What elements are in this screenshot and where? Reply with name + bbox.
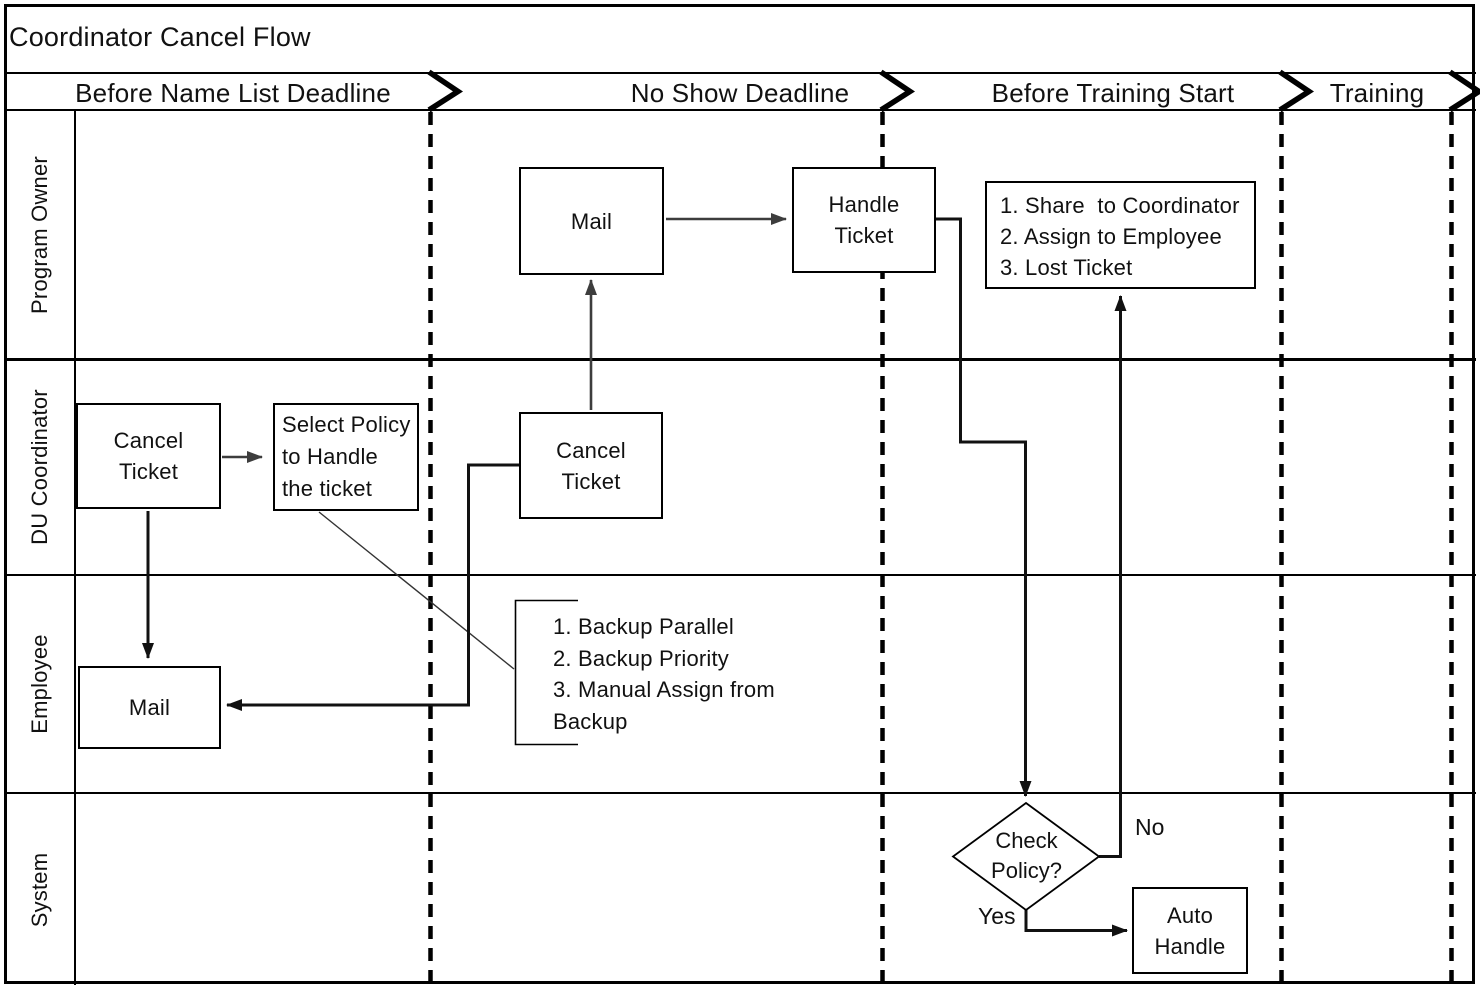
node-auto-handle: Auto Handle bbox=[1132, 887, 1248, 974]
lane-label-du-coordinator: DU Coordinator bbox=[27, 389, 52, 545]
node-cancel-ticket-1: Cancel Ticket bbox=[76, 403, 221, 509]
lane-boundary-employee-system bbox=[5, 792, 1476, 794]
note-item: 2. Backup Priority bbox=[553, 645, 730, 671]
lane-label-column-line bbox=[74, 110, 76, 985]
note-handle-options: 1. Share to Coordinator 2. Assign to Emp… bbox=[985, 181, 1256, 289]
phase-header-no-show-deadline: No Show Deadline bbox=[630, 78, 850, 108]
phase-header-training: Training bbox=[1329, 78, 1425, 108]
lane-label-program-owner: Program Owner bbox=[27, 156, 52, 314]
lane-label-system: System bbox=[27, 852, 52, 928]
decision-check-policy: Check Policy? bbox=[953, 825, 1100, 887]
phase-header-before-training-start: Before Training Start bbox=[991, 78, 1235, 108]
node-label: Mail bbox=[128, 695, 171, 720]
node-label-line: Handle bbox=[1154, 933, 1226, 959]
note-backup-options: 1. Backup Parallel 2. Backup Priority 3.… bbox=[553, 611, 818, 737]
note-item: 3. Lost Ticket bbox=[1000, 255, 1133, 280]
node-label-line: Handle bbox=[828, 192, 900, 217]
node-label-line: Cancel bbox=[113, 428, 184, 453]
node-label-line: Auto bbox=[1166, 902, 1214, 928]
node-label-line: to Handle bbox=[282, 444, 378, 469]
diagram-frame bbox=[4, 4, 1475, 984]
note-item: Backup bbox=[553, 708, 628, 734]
lane-label-employee: Employee bbox=[27, 634, 52, 734]
edge-label-yes: Yes bbox=[978, 903, 1016, 929]
title-separator-line bbox=[5, 72, 1476, 74]
node-label-line: the ticket bbox=[282, 476, 373, 501]
page-title: Coordinator Cancel Flow bbox=[9, 22, 311, 52]
decision-label-line: Check bbox=[995, 828, 1058, 853]
node-label-line: Ticket bbox=[561, 468, 621, 494]
decision-label-line: Policy? bbox=[991, 858, 1062, 883]
phase-header-bottom-line bbox=[5, 109, 1476, 111]
node-label-line: Cancel bbox=[556, 437, 626, 463]
edge-label-no: No bbox=[1135, 814, 1165, 840]
node-select-policy: Select Policy to Handle the ticket bbox=[273, 403, 419, 511]
node-handle-ticket: Handle Ticket bbox=[792, 167, 936, 273]
note-item: 1. Share to Coordinator bbox=[1000, 193, 1240, 218]
node-label-line: Select Policy bbox=[282, 412, 411, 437]
node-label: Mail bbox=[570, 208, 613, 234]
lane-boundary-du-employee bbox=[5, 574, 1476, 576]
note-item: 1. Backup Parallel bbox=[553, 614, 734, 639]
node-cancel-ticket-2: Cancel Ticket bbox=[519, 412, 663, 519]
node-mail-program-owner: Mail bbox=[519, 167, 664, 275]
node-label-line: Ticket bbox=[834, 223, 894, 248]
lane-boundary-program-owner-du bbox=[5, 358, 1476, 361]
phase-header-before-name-list-deadline: Before Name List Deadline bbox=[75, 78, 391, 108]
note-item: 2. Assign to Employee bbox=[1000, 224, 1222, 249]
node-mail-employee: Mail bbox=[78, 666, 221, 749]
node-label-line: Ticket bbox=[118, 459, 179, 484]
note-item: 3. Manual Assign from bbox=[553, 677, 775, 702]
